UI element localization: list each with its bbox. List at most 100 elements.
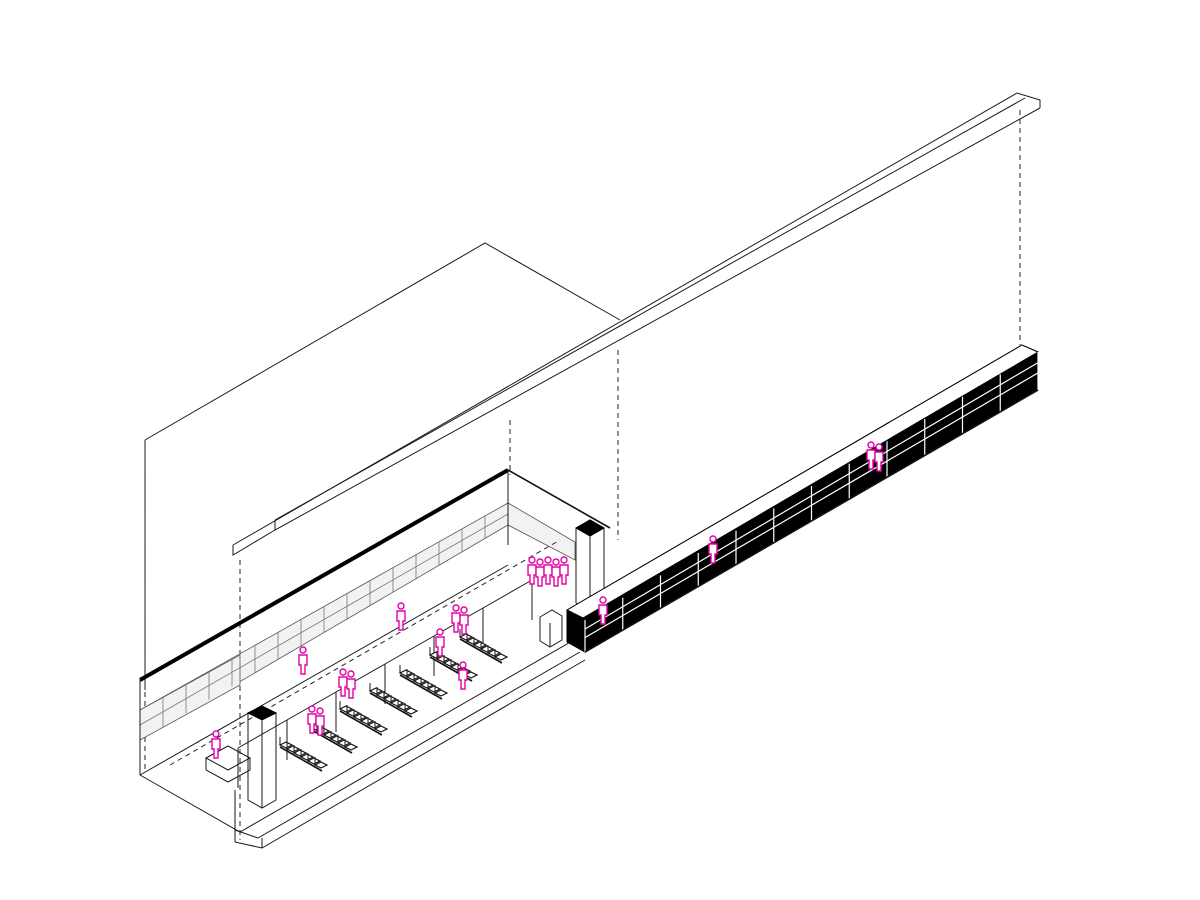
seat: [465, 637, 481, 645]
seat-row: [458, 629, 509, 664]
seat: [396, 703, 412, 711]
person-head: [212, 730, 220, 738]
wall-tiles: [139, 513, 509, 727]
seat-row: [338, 701, 389, 736]
seat: [403, 707, 419, 715]
person-group: [298, 646, 308, 675]
seat-row: [428, 647, 479, 682]
seat: [343, 743, 359, 751]
person-group: [451, 604, 469, 635]
seat: [398, 669, 414, 677]
person-head: [875, 443, 883, 451]
person-body: [535, 566, 545, 587]
person-head: [867, 441, 875, 449]
seat: [479, 645, 495, 653]
platform-screen-doors: [237, 579, 533, 788]
seat: [426, 685, 442, 693]
person-head: [460, 606, 468, 614]
bench-box: [204, 745, 252, 783]
seat-rail: [399, 674, 443, 700]
person-head: [528, 556, 536, 564]
seat: [278, 741, 294, 749]
seat-rail: [459, 638, 503, 664]
tunnel-purlin: [584, 372, 1039, 639]
seat: [382, 695, 398, 703]
seat: [368, 687, 384, 695]
seat: [463, 671, 479, 679]
seat-row: [278, 737, 329, 772]
person-group: [396, 602, 406, 631]
upper-volume-outline: [144, 242, 621, 690]
seat: [313, 761, 329, 769]
person-head: [308, 705, 316, 713]
seat: [299, 753, 315, 761]
column-left: [246, 705, 278, 809]
person-body: [551, 566, 561, 587]
person-head: [436, 628, 444, 636]
seat: [389, 699, 405, 707]
seat: [433, 689, 449, 697]
person-body: [346, 678, 356, 699]
kiosk: [539, 609, 563, 648]
seat: [285, 745, 301, 753]
person-head: [299, 646, 307, 654]
person-body: [874, 451, 884, 472]
seat: [486, 649, 502, 657]
person-group: [708, 535, 718, 564]
seat: [458, 633, 474, 641]
seat-rail: [339, 710, 383, 736]
seat: [336, 739, 352, 747]
seat: [322, 731, 338, 739]
person-body: [315, 715, 325, 736]
seat: [412, 677, 428, 685]
wall-tile-course: [139, 513, 509, 726]
person-body: [458, 669, 468, 690]
seating-rows: [278, 629, 509, 772]
seat: [359, 717, 375, 725]
person-head: [316, 707, 324, 715]
person-group: [338, 668, 356, 699]
person-body: [435, 636, 445, 657]
person-head: [599, 596, 607, 604]
person-group: [527, 556, 569, 587]
person-body: [598, 604, 608, 625]
seat-row: [368, 683, 419, 718]
seat: [442, 659, 458, 667]
screen-head: [384, 635, 435, 665]
station-box: [139, 468, 611, 849]
person-head: [709, 535, 717, 543]
seat: [306, 757, 322, 765]
person-body: [459, 614, 469, 635]
seat: [352, 713, 368, 721]
person-head: [560, 556, 568, 564]
person-body: [559, 564, 569, 585]
person-body: [298, 654, 308, 675]
seat: [493, 653, 509, 661]
tunnel: [565, 344, 1040, 653]
seat-rail: [279, 746, 323, 772]
person-body: [396, 610, 406, 631]
person-group: [307, 705, 325, 736]
person-body: [451, 612, 461, 633]
person-body: [211, 738, 221, 759]
person-group: [598, 596, 608, 625]
person-group: [435, 628, 445, 657]
person-body: [708, 543, 718, 564]
tunnel-purlin: [584, 362, 1039, 630]
seat: [373, 725, 389, 733]
seat: [345, 709, 361, 717]
person-head: [552, 558, 560, 566]
screen-head: [482, 579, 533, 609]
person-body: [543, 564, 553, 585]
seat: [375, 691, 391, 699]
seat: [292, 749, 308, 757]
person-group: [866, 441, 884, 472]
seat: [366, 721, 382, 729]
seat-rail: [309, 728, 353, 754]
seat: [472, 641, 488, 649]
seat-rail: [369, 692, 413, 718]
seat: [329, 735, 345, 743]
person-head: [347, 670, 355, 678]
